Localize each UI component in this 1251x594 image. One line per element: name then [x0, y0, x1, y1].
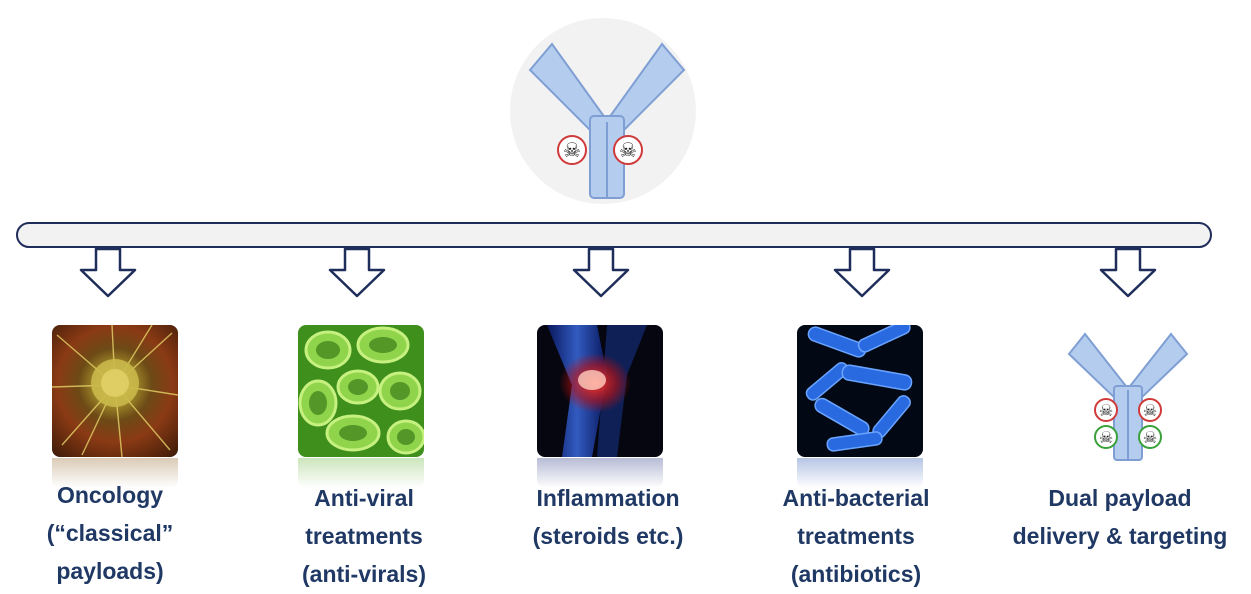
cancer-cell-image [52, 325, 178, 457]
label-line: (“classical” [46, 520, 174, 546]
label-line: Dual payload [1048, 485, 1192, 511]
bacteria-image [797, 325, 923, 457]
label-line: treatments [797, 523, 915, 549]
label-line: Anti-bacterial [782, 485, 930, 511]
tile-reflection [52, 458, 178, 488]
skull-crossbones-icon: ☠ [557, 135, 587, 165]
down-arrow-icon [79, 248, 137, 298]
svg-text:☠: ☠ [619, 138, 637, 162]
svg-text:☠: ☠ [1099, 428, 1113, 447]
down-arrow-icon [328, 248, 386, 298]
label-inflammation: Inflammation (steroids etc.) [498, 479, 718, 555]
skull-crossbones-icon: ☠ [1138, 425, 1162, 449]
distribution-bar [16, 222, 1212, 248]
label-line: delivery & targeting [1012, 523, 1228, 549]
skull-crossbones-icon: ☠ [1094, 398, 1118, 422]
label-line: (steroids etc.) [532, 523, 684, 549]
label-line: (anti-virals) [302, 561, 426, 587]
label-oncology: Oncology (“classical” payloads) [0, 476, 220, 590]
tile-reflection [298, 458, 424, 488]
down-arrow-icon [572, 248, 630, 298]
label-line: Oncology [56, 482, 164, 508]
tile-reflection [537, 458, 663, 488]
label-line: payloads) [56, 558, 164, 584]
label-line: (antibiotics) [790, 561, 922, 587]
svg-text:☠: ☠ [1143, 401, 1157, 420]
virus-image [298, 325, 424, 457]
tile-reflection [797, 458, 923, 488]
label-line: Anti-viral [314, 485, 414, 511]
skull-crossbones-icon: ☠ [613, 135, 643, 165]
skull-crossbones-icon: ☠ [1138, 398, 1162, 422]
inflamed-knee-image [537, 325, 663, 457]
svg-text:☠: ☠ [563, 138, 581, 162]
label-line: treatments [305, 523, 423, 549]
label-antiviral: Anti-viral treatments (anti-virals) [254, 479, 474, 593]
label-antibacterial: Anti-bacterial treatments (antibiotics) [746, 479, 966, 593]
svg-text:☠: ☠ [1099, 401, 1113, 420]
svg-text:☠: ☠ [1143, 428, 1157, 447]
antibody-drug-conjugate-icon: ☠ ☠ [528, 42, 686, 199]
down-arrow-icon [833, 248, 891, 298]
dual-payload-antibody: ☠ ☠ ☠ ☠ [1067, 332, 1189, 461]
label-line: Inflammation [536, 485, 680, 511]
label-dual-payload: Dual payload delivery & targeting [990, 479, 1250, 555]
skull-crossbones-icon: ☠ [1094, 425, 1118, 449]
down-arrow-icon [1099, 248, 1157, 298]
